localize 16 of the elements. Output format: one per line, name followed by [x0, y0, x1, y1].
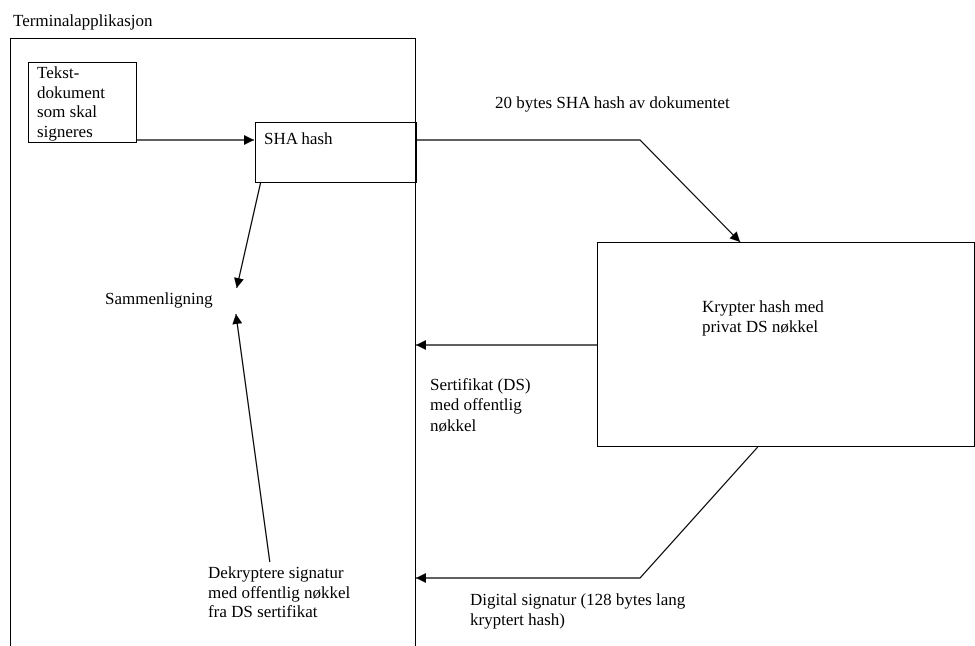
node-text: Dekryptere signatur med offentlig nøkkel fra DS sertifikat — [208, 563, 368, 643]
process-box — [255, 122, 417, 183]
arrow — [416, 139, 741, 242]
edge-label: 20 bytes SHA hash av dokumentet — [495, 93, 730, 114]
node-text: SHA hash — [264, 129, 334, 149]
node-text: Krypter hash med privat DS nøkkel — [702, 297, 825, 336]
arrow — [416, 340, 597, 350]
arrow — [136, 135, 254, 145]
arrow — [416, 446, 758, 583]
arrow — [232, 314, 270, 562]
process-box — [597, 242, 975, 447]
node-text: Sammenligning — [105, 289, 275, 315]
arrow — [234, 182, 262, 288]
frame-heading: Terminalapplikasjon — [13, 11, 154, 31]
node-text: Tekst-dokument som skal signeres — [37, 63, 106, 142]
process-box — [28, 62, 137, 143]
